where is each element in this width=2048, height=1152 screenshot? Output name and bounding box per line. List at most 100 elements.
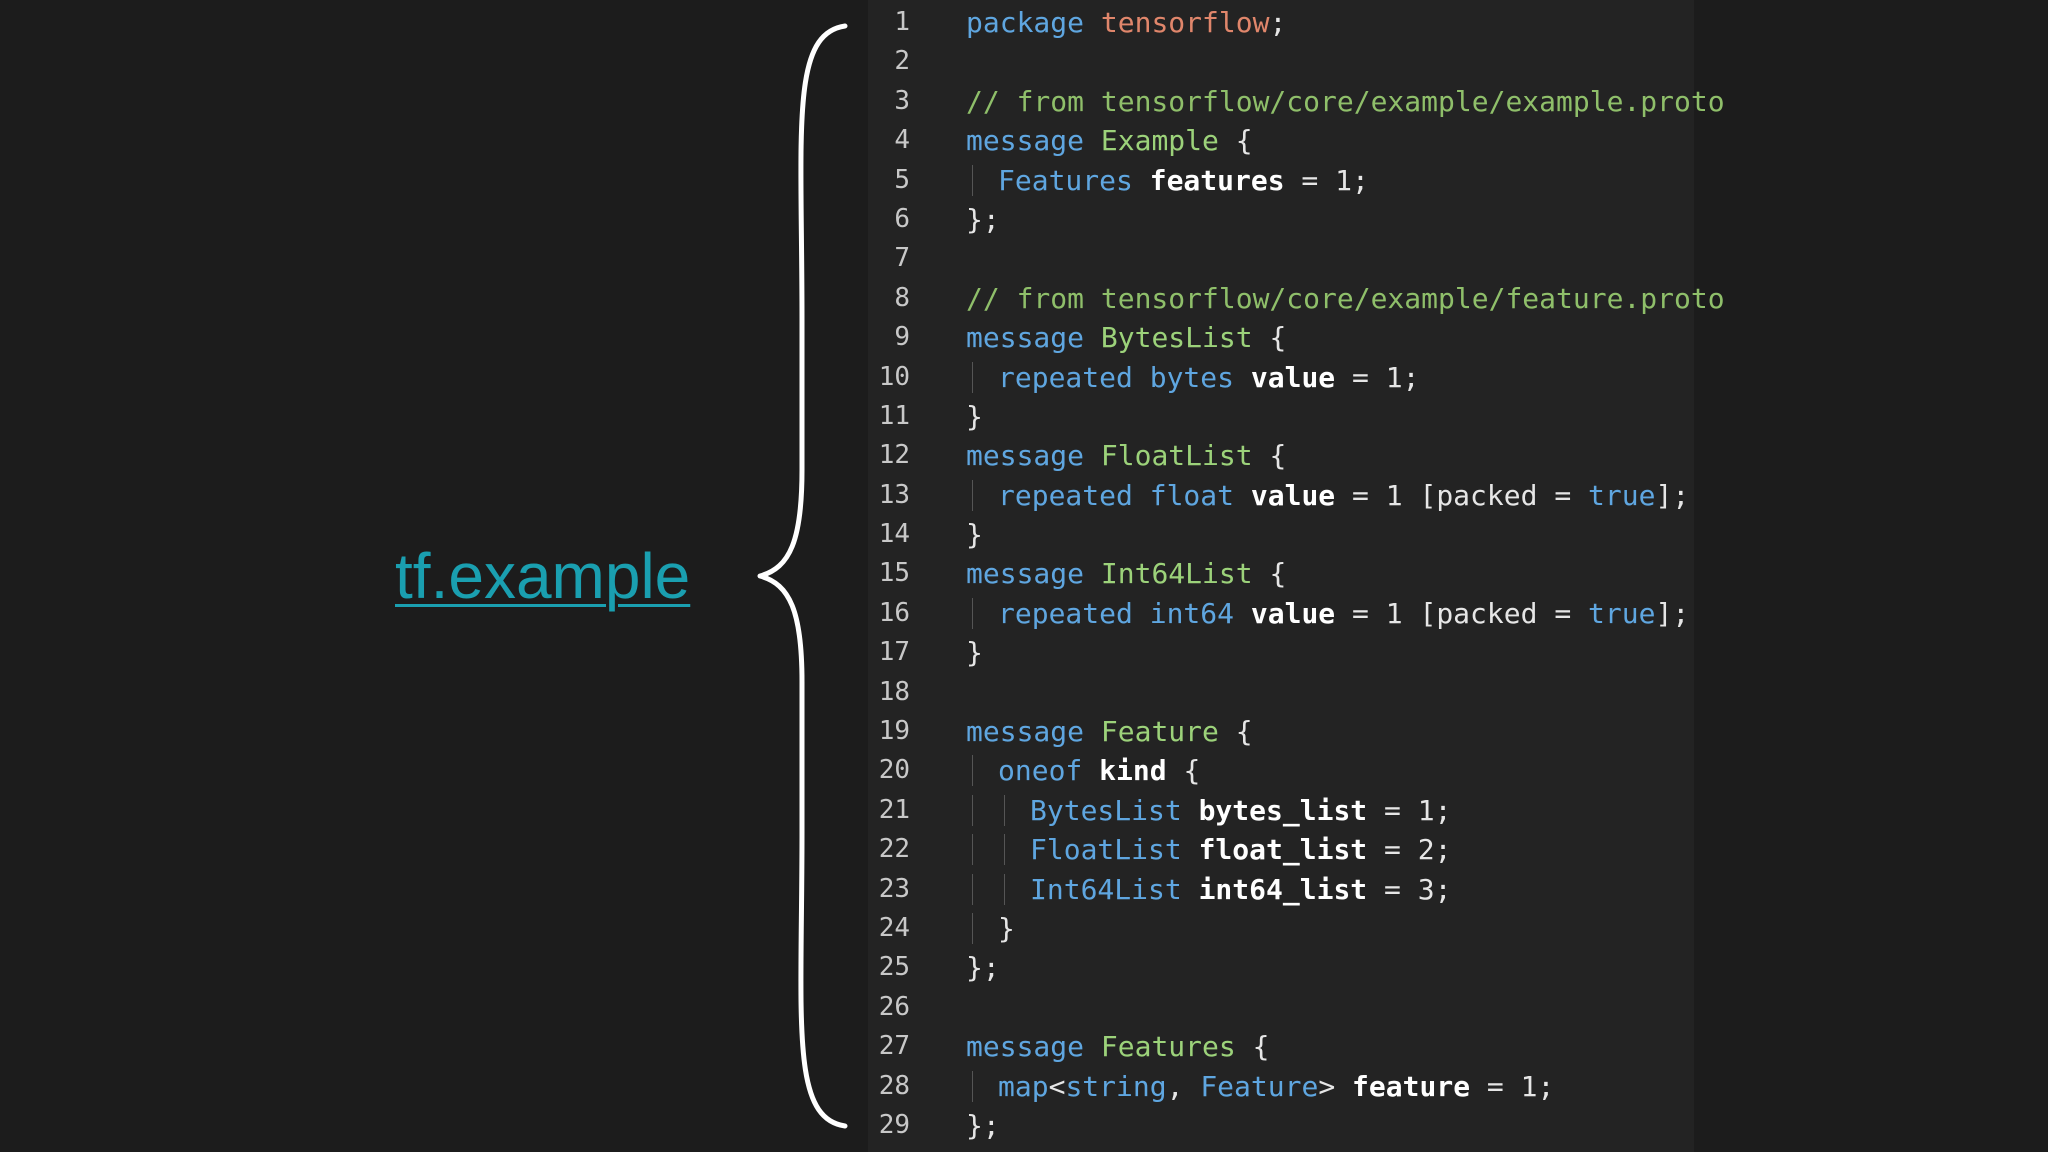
code-token: { [1235, 1030, 1270, 1064]
line-number: 6 [894, 203, 910, 234]
code-token: ]; [1655, 478, 1690, 512]
code-text: } [966, 633, 983, 672]
code-text: repeated int64 value = 1 [packed = true]… [998, 594, 1689, 633]
code-token: message [966, 557, 1085, 591]
code-token [1133, 361, 1150, 394]
code-text: message Feature { [966, 712, 1253, 751]
code-text: message Int64List { [966, 554, 1286, 593]
code-token [1182, 873, 1199, 906]
line-number: 10 [878, 361, 910, 392]
code-text: map<string, Feature> feature = 1; [998, 1067, 1554, 1106]
indent-guide [1004, 794, 1005, 826]
code-token: Feature [1200, 1069, 1319, 1103]
code-token [1133, 164, 1150, 197]
code-text: message FloatList { [966, 436, 1286, 475]
code-line: 14} [868, 515, 1694, 554]
line-number: 13 [878, 479, 910, 510]
code-token: message [966, 321, 1085, 355]
code-token: { [1252, 439, 1287, 473]
code-text: repeated float value = 1 [packed = true]… [998, 476, 1689, 515]
code-line: 12 message FloatList { [868, 436, 1694, 475]
code-token: = 1; [1335, 360, 1420, 394]
line-number: 21 [878, 794, 910, 825]
code-line: 28 map<string, Feature> feature = 1; [868, 1067, 1694, 1106]
code-text: FloatList float_list = 2; [1030, 830, 1451, 869]
code-token: // from tensorflow/core/example/example.… [966, 84, 1725, 118]
line-number: 25 [878, 952, 910, 983]
line-number: 3 [894, 85, 910, 116]
line-number: 4 [894, 125, 910, 156]
code-line: 18 [868, 673, 1694, 712]
code-token: // from tensorflow/core/example/feature.… [966, 281, 1725, 315]
code-token: Int64List [1100, 557, 1253, 591]
code-token [1084, 6, 1101, 39]
line-number: 8 [894, 282, 910, 313]
code-token: BytesList [1030, 793, 1182, 827]
code-token: value [1250, 596, 1336, 630]
code-token: Features [998, 163, 1133, 197]
code-text: oneof kind { [998, 751, 1200, 790]
indent-guide [972, 597, 973, 629]
code-token: package [966, 6, 1085, 39]
code-token: = 1; [1284, 163, 1369, 197]
indent-guide [972, 794, 973, 826]
line-number: 14 [878, 519, 910, 550]
code-token: }; [966, 1108, 1000, 1142]
code-token [1082, 754, 1099, 787]
code-token: = 1; [1470, 1069, 1555, 1103]
code-line: 7 [868, 239, 1694, 278]
code-text: }; [966, 1106, 1000, 1145]
indent-guide [972, 479, 973, 511]
code-line: 21 BytesList bytes_list = 1; [868, 791, 1694, 830]
code-text: // from tensorflow/core/example/example.… [966, 82, 1725, 121]
code-token: , [1166, 1069, 1201, 1103]
indent-guide [972, 912, 973, 944]
code-text: }; [966, 200, 1000, 239]
code-token: features [1149, 163, 1285, 197]
line-number: 22 [878, 834, 910, 865]
line-number: 12 [878, 440, 910, 471]
line-number: 29 [878, 1109, 910, 1140]
code-token: > [1318, 1069, 1353, 1103]
code-token: float_list [1198, 833, 1368, 867]
code-token: { [1218, 715, 1253, 749]
tf-example-link[interactable]: tf.example [395, 540, 691, 612]
line-number: 19 [878, 716, 910, 747]
code-text: } [998, 909, 1015, 948]
code-token: message [966, 124, 1085, 158]
code-token [1182, 833, 1199, 866]
code-text: }; [966, 948, 1000, 987]
code-line: 26 [868, 988, 1694, 1027]
code-token: { [1166, 754, 1201, 788]
code-token: bytes [1149, 360, 1235, 394]
code-token: }; [966, 202, 1000, 236]
code-token: = 1 [packed = [1335, 596, 1589, 630]
code-token: Int64List [1030, 872, 1182, 906]
code-token: { [1252, 557, 1287, 591]
code-text: // from tensorflow/core/example/feature.… [966, 279, 1725, 318]
code-token [1133, 597, 1150, 630]
code-text: Features features = 1; [998, 161, 1369, 200]
code-token: { [1218, 124, 1253, 158]
code-text: message Example { [966, 121, 1253, 160]
code-token: repeated [998, 596, 1133, 630]
code-text: BytesList bytes_list = 1; [1030, 791, 1451, 830]
code-line: 6}; [868, 200, 1694, 239]
code-token: value [1250, 478, 1336, 512]
line-number: 28 [878, 1070, 910, 1101]
line-number: 24 [878, 912, 910, 943]
code-token [1084, 321, 1101, 354]
code-token: value [1250, 360, 1336, 394]
line-number: 27 [878, 1031, 910, 1062]
line-number: 26 [878, 991, 910, 1022]
code-token: string [1065, 1069, 1167, 1103]
code-token: message [966, 1030, 1085, 1064]
code-text: Int64List int64_list = 3; [1030, 870, 1451, 909]
line-number: 17 [878, 637, 910, 668]
code-token: Features [1100, 1030, 1236, 1064]
